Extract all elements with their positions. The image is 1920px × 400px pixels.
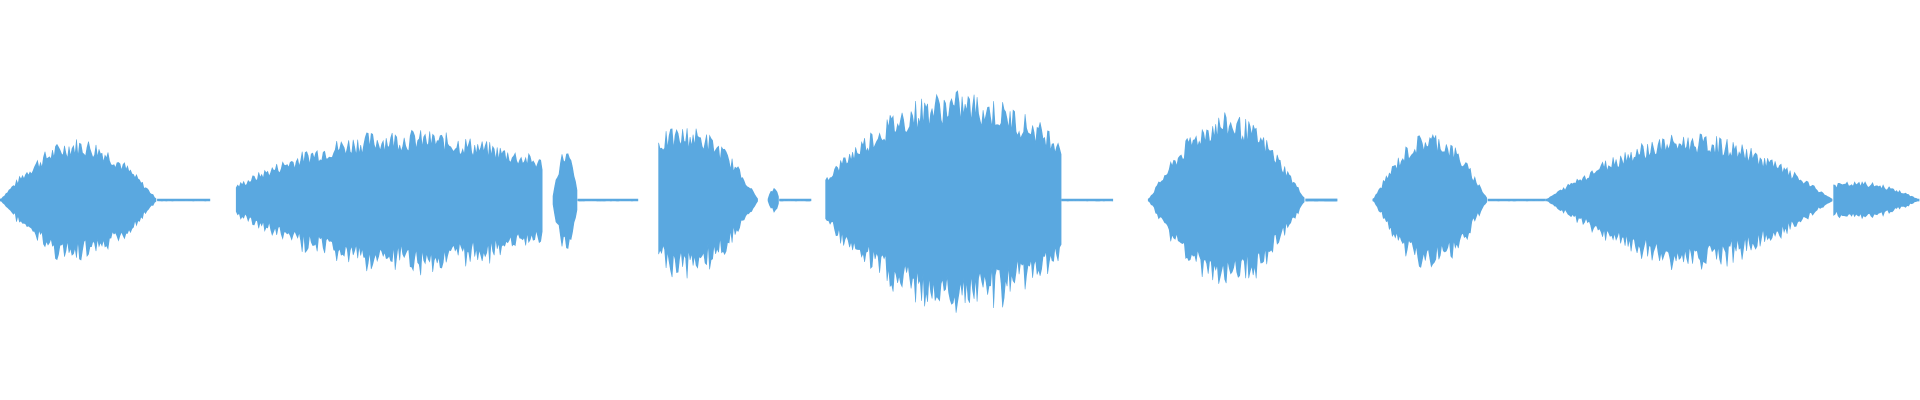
waveform-segment [658,128,758,279]
waveform-segment [235,129,543,276]
waveform-envelope [1147,112,1305,284]
waveform-segment [1833,181,1920,220]
waveform-segment [825,90,1062,313]
waveform-segment [157,198,211,202]
waveform-envelope [235,129,543,276]
waveform-segment [552,153,578,249]
waveform-segment [1147,112,1305,284]
waveform-envelope [1545,133,1833,271]
waveform-segment [1061,198,1114,202]
waveform-segment [1545,133,1833,271]
waveform-envelope [1372,133,1488,268]
waveform-envelope [658,128,758,279]
waveform-envelope [1061,198,1114,202]
waveform-segment [1487,198,1546,202]
waveform-envelope [1305,198,1338,202]
waveform-envelope [577,198,639,202]
waveform-segment [779,198,812,202]
waveform-envelope [767,187,779,213]
waveform-envelope [1487,198,1546,202]
waveform-envelope [1833,181,1920,220]
waveform-envelope [779,198,812,202]
waveform-envelope [0,139,157,261]
waveform-envelope [825,90,1062,313]
waveform-segment [0,139,157,261]
waveform-envelope [157,198,211,202]
waveform-envelope [552,153,578,249]
waveform-segment [577,198,639,202]
waveform-segment [767,187,779,213]
waveform-segment [1372,133,1488,268]
waveform-segment [1305,198,1338,202]
